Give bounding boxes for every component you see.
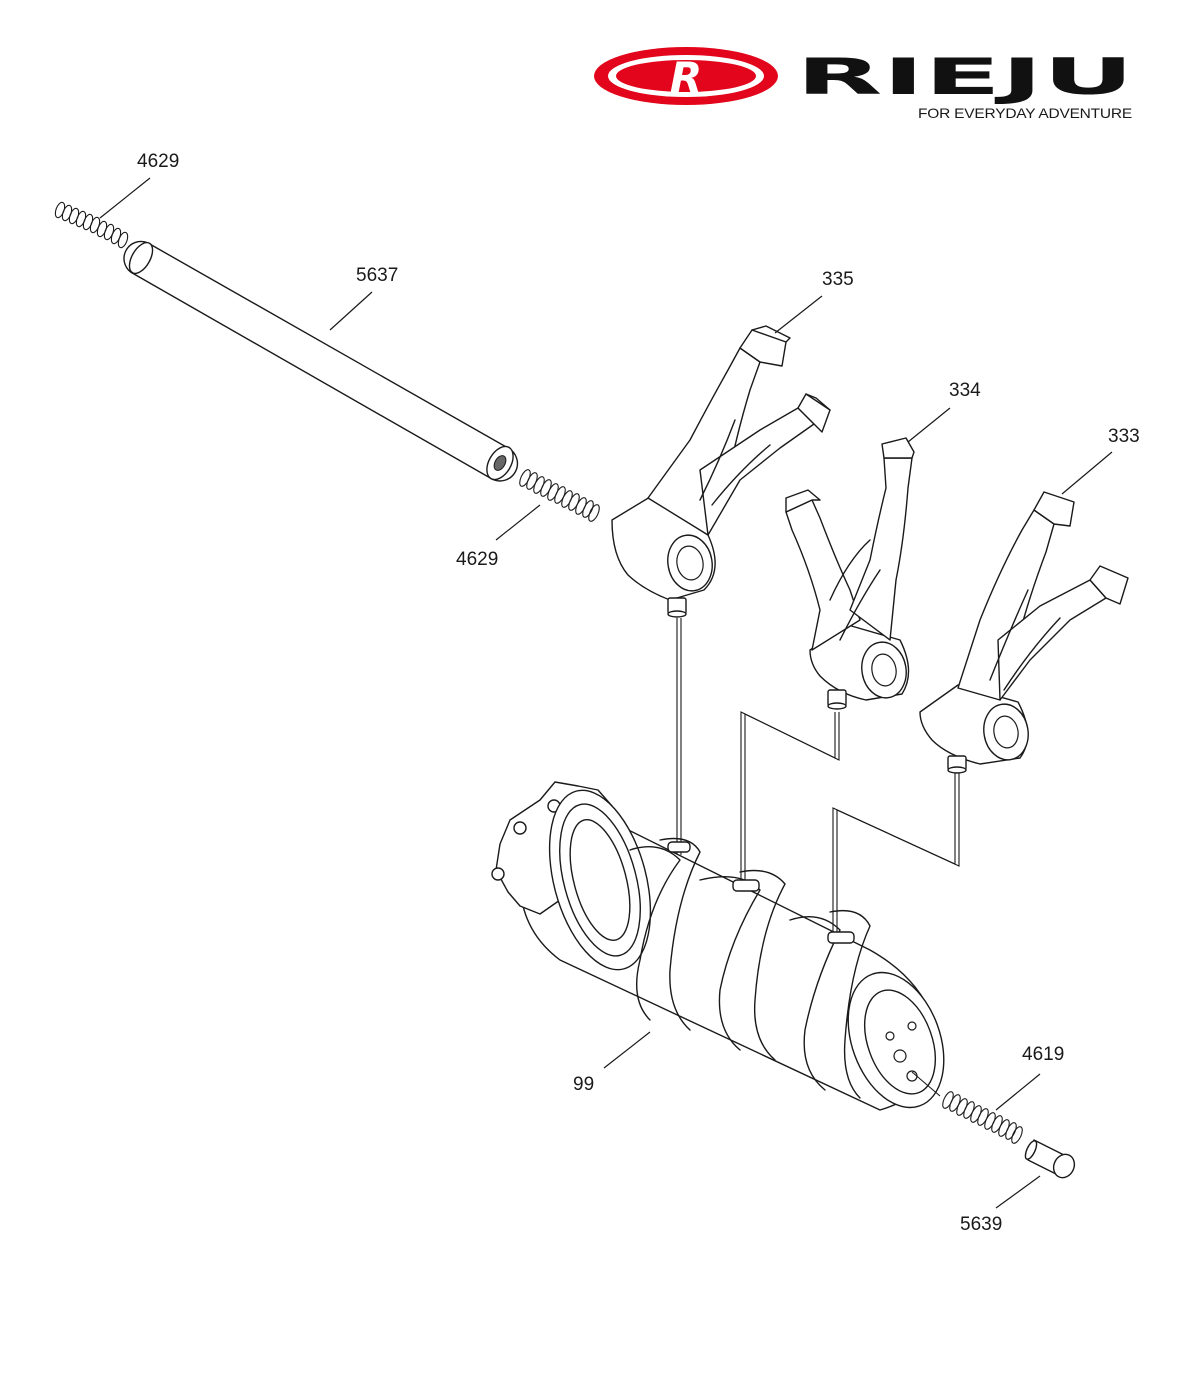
leader-5639	[995, 1175, 1041, 1209]
part-label-4629-top: 4629	[137, 151, 179, 172]
leader-4619	[995, 1073, 1041, 1111]
leader-335	[774, 295, 823, 334]
leader-4629-shaft	[495, 504, 541, 541]
shift-drum: 99	[491, 781, 945, 1111]
part-label-5639: 5639	[960, 1214, 1002, 1235]
leader-5637	[329, 291, 373, 331]
part-label-334: 334	[949, 380, 981, 401]
part-label-335: 335	[822, 269, 854, 290]
rieju-logo: R RIEJU FOR EVERYDAY ADVENTURE	[594, 47, 1134, 121]
part-label-4629-shaft: 4629	[456, 549, 498, 570]
spring-top-left: 4629	[54, 151, 179, 249]
shift-fork-335: 335	[611, 269, 854, 618]
part-label-333: 333	[1108, 426, 1140, 447]
leader-4629-top	[99, 177, 151, 219]
part-label-4619: 4619	[1022, 1044, 1064, 1065]
brand-tagline: FOR EVERYDAY ADVENTURE	[918, 105, 1132, 121]
shift-fork-shaft: 5637	[123, 240, 519, 482]
part-label-5637: 5637	[356, 265, 398, 286]
alignment-lines	[676, 618, 960, 940]
spring-shaft-end: 4629	[456, 469, 600, 570]
logo-emblem-core	[616, 60, 756, 92]
part-label-99: 99	[573, 1074, 594, 1095]
brand-wordmark: RIEJU	[796, 48, 1134, 106]
drum-pin: 5639	[960, 1139, 1076, 1235]
leader-333	[1061, 451, 1113, 495]
shift-fork-333: 333	[919, 426, 1140, 774]
leader-334	[907, 407, 951, 443]
logo-emblem-letter: R	[670, 53, 702, 102]
leader-99	[603, 1031, 651, 1069]
drum-spring: 4619	[911, 1044, 1064, 1144]
shift-fork-334: 334	[785, 380, 981, 710]
